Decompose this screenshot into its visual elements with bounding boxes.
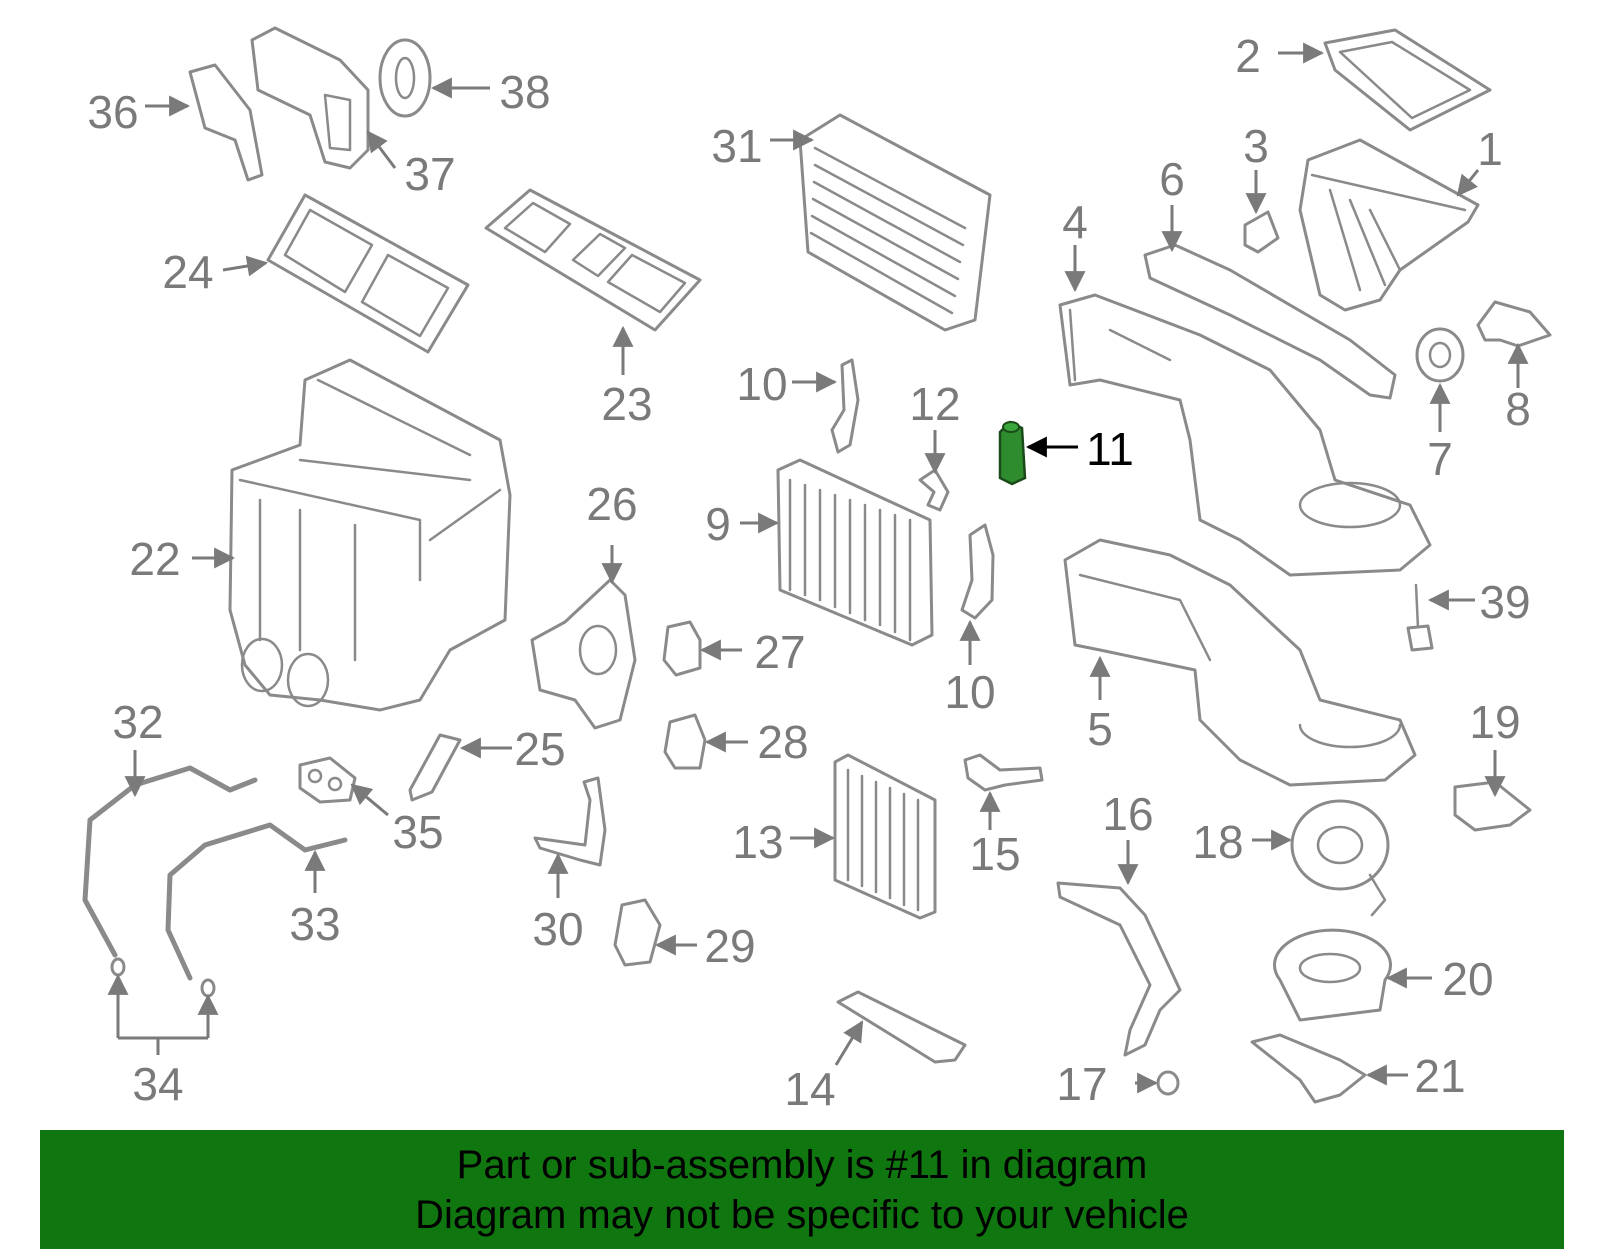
callout-38: 38 <box>499 66 550 118</box>
callout-17: 17 <box>1056 1058 1107 1110</box>
callout-22: 22 <box>129 533 180 585</box>
callout-34: 34 <box>132 1058 183 1110</box>
part-10a-bracket <box>830 358 860 454</box>
part-29-cover <box>613 898 662 967</box>
callout-2: 2 <box>1235 30 1261 82</box>
part-35-grommet-plate <box>298 756 357 804</box>
part-13-cabin-air-filter <box>833 753 937 920</box>
hvac-exploded-diagram: 1 2 3 4 5 6 7 8 9 10 10 11 12 13 14 15 1… <box>82 26 1552 1115</box>
callout-35: 35 <box>392 806 443 858</box>
callout-4: 4 <box>1062 196 1088 248</box>
callout-32: 32 <box>112 696 163 748</box>
callout-8: 8 <box>1505 383 1531 435</box>
callout-20: 20 <box>1442 953 1493 1005</box>
part-27-actuator <box>662 620 702 677</box>
part-17-grommet <box>1156 1070 1180 1096</box>
part-14-duct-panel <box>836 990 967 1064</box>
part-info-banner: Part or sub-assembly is #11 in diagram D… <box>40 1130 1564 1249</box>
part-34-orings <box>110 957 216 998</box>
callout-9: 9 <box>705 498 731 550</box>
banner-line-1: Part or sub-assembly is #11 in diagram <box>456 1143 1148 1187</box>
callout-6: 6 <box>1159 153 1185 205</box>
part-20-blower-housing-cover <box>1273 928 1392 1022</box>
callout-27: 27 <box>754 626 805 678</box>
part-25-gasket <box>408 733 462 802</box>
callout-7: 7 <box>1427 433 1453 485</box>
part-3-clip <box>1243 210 1280 254</box>
callout-14: 14 <box>784 1063 835 1115</box>
callout-19: 19 <box>1469 696 1520 748</box>
part-23-filter-frame <box>484 188 702 332</box>
callout-11: 11 <box>1086 423 1134 475</box>
callout-labels: 1 2 3 4 5 6 7 8 9 10 10 11 12 13 14 15 1… <box>87 30 1530 1115</box>
part-30-bracket <box>533 776 607 867</box>
callout-12: 12 <box>909 378 960 430</box>
part-37-air-guide <box>250 26 370 170</box>
part-26-actuator-assembly <box>530 578 637 730</box>
callout-33: 33 <box>289 898 340 950</box>
part-4-upper-blower-housing <box>1058 293 1432 577</box>
callout-13: 13 <box>732 816 783 868</box>
callout-37: 37 <box>404 148 455 200</box>
part-5-lower-blower-housing <box>1063 538 1417 787</box>
callout-10b: 10 <box>944 666 995 718</box>
callout-15: 15 <box>969 828 1020 880</box>
part-31-heater-core <box>798 113 992 332</box>
callout-23: 23 <box>601 378 652 430</box>
part-6-air-duct <box>1143 243 1397 400</box>
part-7-grommet <box>1415 327 1465 383</box>
callout-21: 21 <box>1414 1050 1465 1102</box>
part-9-evaporator-core <box>776 458 934 647</box>
callout-5: 5 <box>1087 703 1113 755</box>
callout-36: 36 <box>87 86 138 138</box>
callout-39: 39 <box>1479 576 1530 628</box>
callout-28: 28 <box>757 716 808 768</box>
part-39-sensor <box>1406 583 1434 652</box>
part-11-highlighted-component <box>998 420 1027 486</box>
callout-3: 3 <box>1243 120 1269 172</box>
part-22-heater-box-housing <box>228 358 512 712</box>
part-36-bracket <box>188 63 264 182</box>
part-21-blower-bracket <box>1250 1033 1367 1104</box>
callout-1: 1 <box>1477 123 1503 175</box>
callout-26: 26 <box>586 478 637 530</box>
part-16-drain-tube <box>1056 881 1182 1057</box>
callout-31: 31 <box>711 120 762 172</box>
part-10b-bracket <box>960 523 995 620</box>
part-24-filter-frame <box>266 193 470 354</box>
part-19-resistor <box>1453 780 1532 832</box>
part-28-actuator <box>663 713 707 770</box>
part-8-actuator <box>1476 300 1552 348</box>
callout-30: 30 <box>532 903 583 955</box>
callout-24: 24 <box>162 246 213 298</box>
banner-line-2: Diagram may not be specific to your vehi… <box>415 1193 1189 1237</box>
part-2-cabin-filter-frame <box>1323 28 1492 132</box>
callout-29: 29 <box>704 920 755 972</box>
leader-lines <box>107 42 1529 1094</box>
part-18-blower-motor <box>1290 799 1390 917</box>
part-1-air-intake-housing <box>1298 138 1480 312</box>
callout-10a: 10 <box>736 358 787 410</box>
callout-25: 25 <box>514 723 565 775</box>
callout-18: 18 <box>1192 816 1243 868</box>
part-38-gasket <box>378 38 432 118</box>
callout-16: 16 <box>1102 788 1153 840</box>
part-15-connector <box>963 753 1044 792</box>
part-12-clip <box>918 468 950 512</box>
